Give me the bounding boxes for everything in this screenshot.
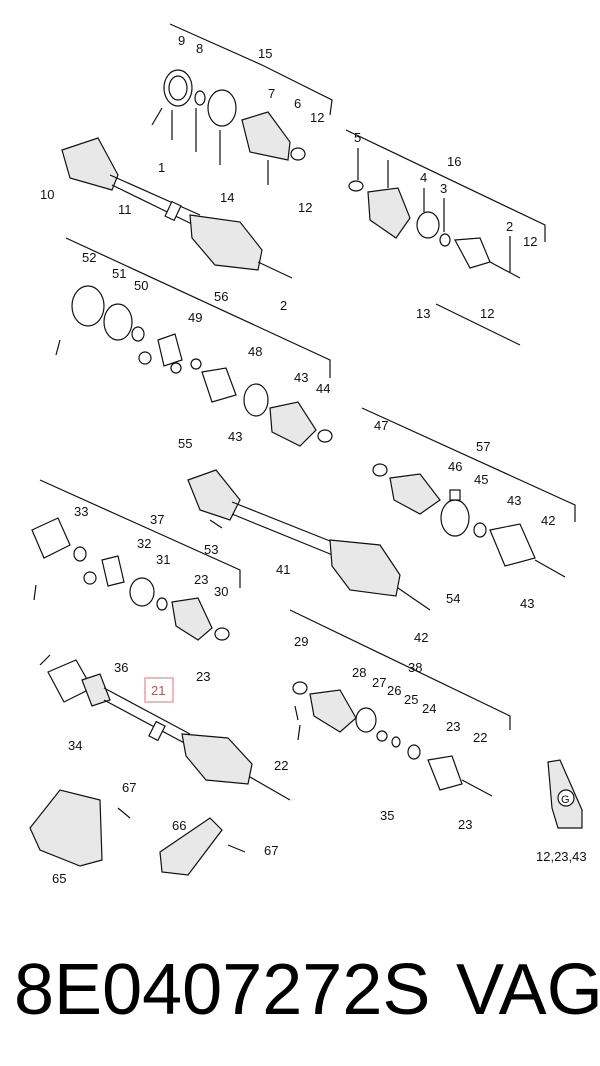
callout-12: 12 [480, 306, 494, 321]
cluster-57 [372, 463, 566, 578]
callout-7: 7 [268, 86, 275, 101]
callout-10: 10 [40, 187, 54, 202]
callout-49: 49 [188, 310, 202, 325]
callout-42: 42 [541, 513, 555, 528]
callout-47: 47 [374, 418, 388, 433]
callout-13: 13 [416, 306, 430, 321]
callout-38: 38 [408, 660, 422, 675]
callout-35: 35 [380, 808, 394, 823]
callout-66: 66 [172, 818, 186, 833]
highlight-box [144, 677, 174, 703]
callout-31: 31 [156, 552, 170, 567]
callout-14: 14 [220, 190, 234, 205]
drive-shaft-1 [61, 137, 293, 279]
callout-50: 50 [134, 278, 148, 293]
callout-43: 43 [520, 596, 534, 611]
callout-6: 6 [294, 96, 301, 111]
cluster-16 [348, 148, 521, 279]
callout-42: 42 [414, 630, 428, 645]
callout-1: 1 [158, 160, 165, 175]
drive-shaft-21 [47, 659, 291, 801]
callout-23: 23 [194, 572, 208, 587]
callout-56: 56 [214, 289, 228, 304]
callout-32: 32 [137, 536, 151, 551]
callout-12-23-43: 12,23,43 [536, 849, 587, 864]
callout-16: 16 [447, 154, 461, 169]
callout-46: 46 [448, 459, 462, 474]
callout-51: 51 [112, 266, 126, 281]
callout-41: 41 [276, 562, 290, 577]
exploded-parts-diagram: G 9 8 15 7 6 12 1 5 16 10 11 14 12 4 3 2… [29, 23, 587, 886]
callout-54: 54 [446, 591, 460, 606]
callout-43: 43 [294, 370, 308, 385]
callout-22: 22 [274, 758, 288, 773]
callout-23: 23 [458, 817, 472, 832]
callout-67: 67 [264, 843, 278, 858]
callout-34: 34 [68, 738, 82, 753]
callout-44: 44 [316, 381, 330, 396]
callout-12: 12 [310, 110, 324, 125]
callout-2: 2 [506, 219, 513, 234]
callout-55: 55 [178, 436, 192, 451]
callout-45: 45 [474, 472, 488, 487]
callout-3: 3 [440, 181, 447, 196]
grease-tube-label: G [561, 794, 570, 806]
callout-29: 29 [294, 634, 308, 649]
callout-65: 65 [52, 871, 66, 886]
drive-shaft-41 [187, 469, 431, 611]
callout-36: 36 [114, 660, 128, 675]
callout-67: 67 [122, 780, 136, 795]
callout-57: 57 [476, 439, 490, 454]
brand-name: VAG [456, 950, 600, 1030]
callout-28: 28 [352, 665, 366, 680]
callout-43: 43 [228, 429, 242, 444]
callout-43: 43 [507, 493, 521, 508]
callout-9: 9 [178, 33, 185, 48]
callout-53: 53 [204, 542, 218, 557]
callouts: 9 8 15 7 6 12 1 5 16 10 11 14 12 4 3 2 1… [40, 33, 587, 886]
callout-22: 22 [473, 730, 487, 745]
callout-25: 25 [404, 692, 418, 707]
callout-11: 11 [118, 202, 132, 217]
callout-37: 37 [150, 512, 164, 527]
callout-12: 12 [523, 234, 537, 249]
heat-shields [29, 789, 246, 876]
callout-23: 23 [196, 669, 210, 684]
callout-33: 33 [74, 504, 88, 519]
callout-12: 12 [298, 200, 312, 215]
cluster-38 [292, 681, 493, 797]
callout-24: 24 [422, 701, 436, 716]
callout-15: 15 [258, 46, 272, 61]
caption: 8E0407272S VAG [0, 940, 600, 1040]
grease-tube-icon: G [547, 759, 583, 829]
top-cluster [163, 69, 306, 185]
callout-2: 2 [280, 298, 287, 313]
cluster-56 [71, 285, 333, 447]
callout-52: 52 [82, 250, 96, 265]
callout-8: 8 [196, 41, 203, 56]
callout-27: 27 [372, 675, 386, 690]
part-number: 8E0407272S [14, 950, 431, 1030]
callout-23: 23 [446, 719, 460, 734]
callout-5: 5 [354, 130, 361, 145]
cluster-37 [31, 517, 230, 641]
callout-26: 26 [387, 683, 401, 698]
callout-30: 30 [214, 584, 228, 599]
callout-4: 4 [420, 170, 427, 185]
callout-21: 21 [151, 683, 165, 698]
callout-48: 48 [248, 344, 262, 359]
